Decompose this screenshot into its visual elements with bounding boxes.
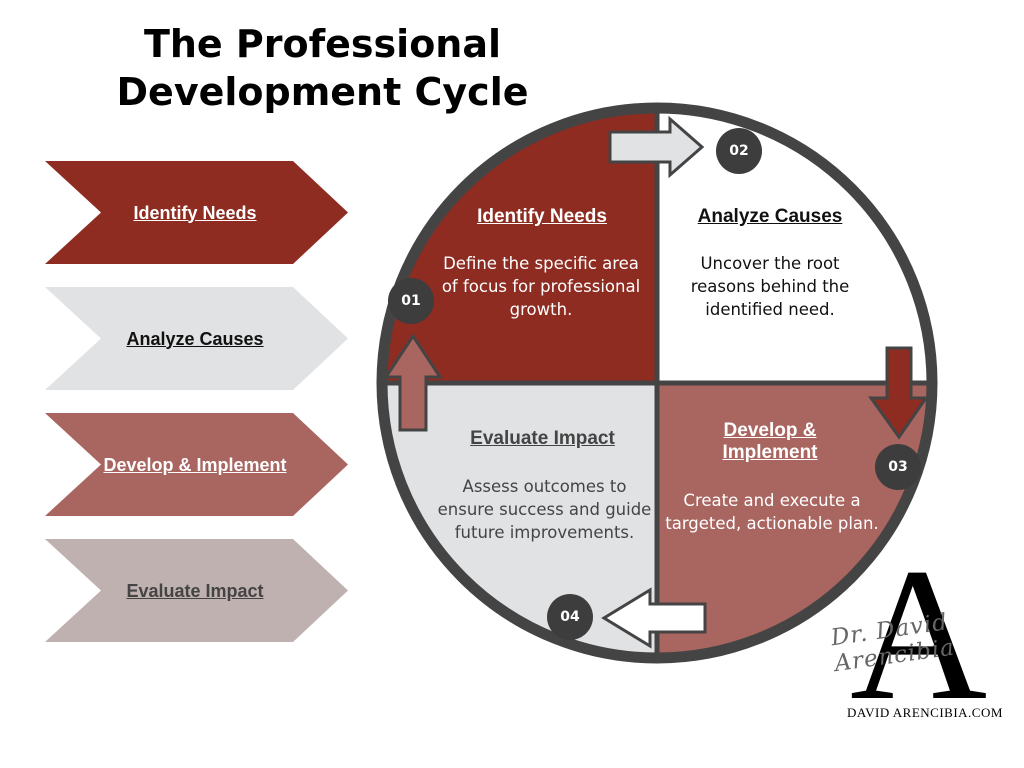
page-title: The Professional Development Cycle bbox=[90, 20, 555, 116]
chevron-step-analyze-causes: Analyze Causes bbox=[45, 287, 350, 390]
title-line-2: Development Cycle bbox=[116, 70, 529, 114]
arrow-right-icon bbox=[608, 115, 705, 179]
chevron-step-identify-needs: Identify Needs bbox=[45, 161, 350, 264]
title-line-1: The Professional bbox=[143, 22, 502, 66]
arrow-down-icon bbox=[868, 346, 929, 440]
arrow-left-icon bbox=[601, 587, 707, 649]
quadrant-title-develop-implement: Develop & Implement bbox=[722, 420, 818, 463]
chevron-step-develop-implement: Develop & Implement bbox=[45, 413, 350, 516]
quadrant-description-evaluate-impact: Assess outcomes to ensure success and gu… bbox=[437, 477, 652, 542]
chevron-shape bbox=[45, 161, 348, 264]
quadrant-description-identify-needs: Define the specific area of focus for pr… bbox=[441, 254, 641, 319]
logo-monogram: A bbox=[850, 530, 988, 740]
step-number-badge-03: 03 bbox=[875, 444, 921, 490]
chevron-label: Develop & Implement bbox=[103, 454, 287, 475]
step-number-badge-02: 02 bbox=[716, 128, 762, 174]
chevron-label: Evaluate Impact bbox=[126, 580, 264, 601]
chevron-label: Analyze Causes bbox=[126, 328, 264, 349]
quadrant-title-identify-needs: Identify Needs bbox=[477, 206, 607, 227]
website-label: DAVID ARENCIBIA.COM bbox=[847, 705, 1003, 720]
chevron-shape bbox=[45, 539, 348, 642]
quadrant-description-analyze-causes: Uncover the root reasons behind the iden… bbox=[690, 254, 850, 319]
chevron-step-evaluate-impact: Evaluate Impact bbox=[45, 539, 350, 642]
chevron-shape bbox=[45, 287, 348, 390]
chevron-label: Identify Needs bbox=[133, 202, 257, 223]
arrow-up-icon bbox=[383, 333, 443, 432]
quadrant-title-evaluate-impact: Evaluate Impact bbox=[470, 428, 615, 449]
step-number-badge-04: 04 bbox=[547, 594, 593, 640]
chevron-shape bbox=[45, 413, 348, 516]
cycle-ring bbox=[376, 102, 938, 664]
step-number-badge-01: 01 bbox=[388, 278, 434, 324]
quadrant-description-develop-implement: Create and execute a targeted, actionabl… bbox=[665, 491, 879, 533]
quadrant-title-analyze-causes: Analyze Causes bbox=[697, 206, 843, 227]
